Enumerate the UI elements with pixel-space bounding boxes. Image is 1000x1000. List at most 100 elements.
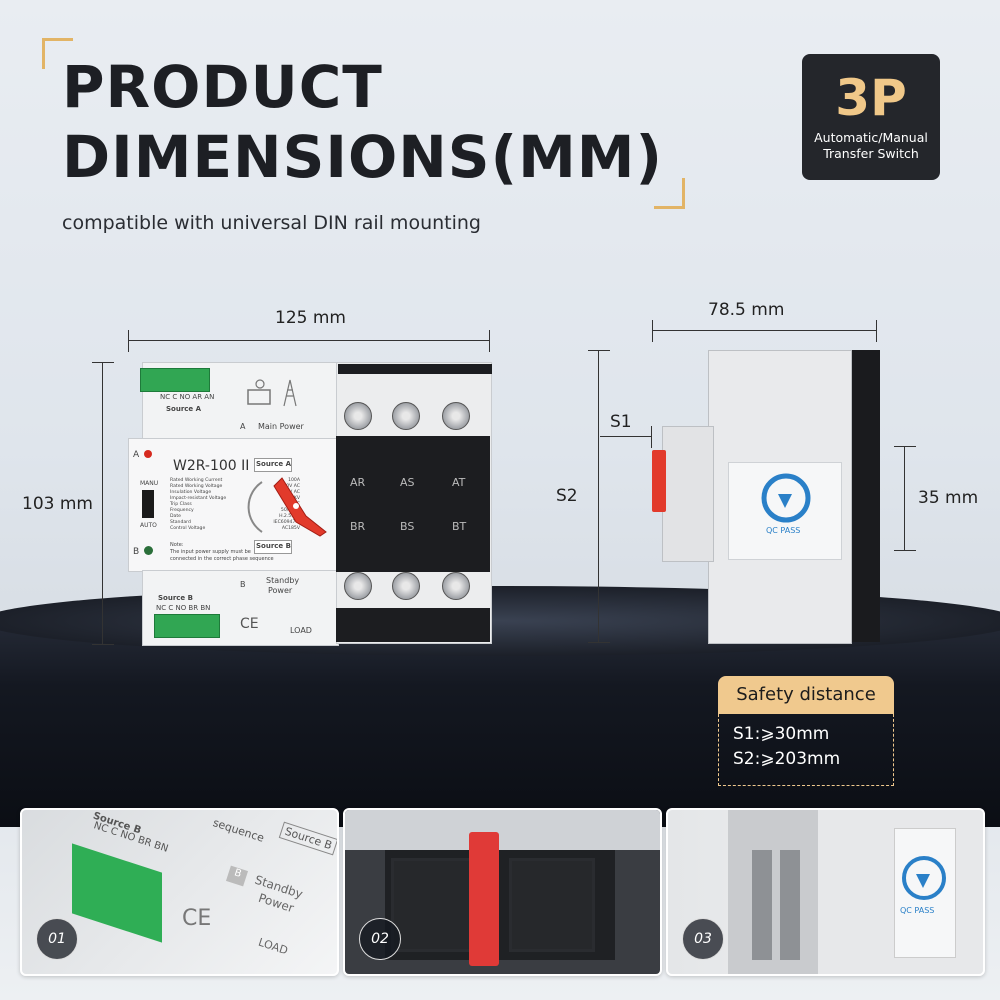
- thumb3-terminal-column: [728, 810, 818, 974]
- spec-key: Rated Working Current: [170, 478, 223, 483]
- badge-line-2: Transfer Switch: [823, 146, 919, 161]
- spec-value: 100A: [288, 478, 300, 483]
- depth-dimension-label: 78.5 mm: [708, 300, 785, 320]
- transfer-handle[interactable]: [246, 472, 338, 542]
- thumb3-qc-pass-icon: [902, 856, 946, 900]
- s1-label: S1: [610, 412, 632, 432]
- side-back-plate: [850, 350, 880, 642]
- rail-dimension-line: [904, 446, 905, 550]
- auto-label: AUTO: [140, 522, 157, 529]
- spec-table: Rated Working Current 100A Rated Working V…: [170, 478, 300, 532]
- safety-s2: S2:⩾203mm: [733, 749, 841, 769]
- corner-bracket-top-left: [42, 38, 73, 69]
- spec-key: Impact-resistant Voltage: [170, 496, 227, 501]
- spec-key: Date: [170, 514, 181, 519]
- height-dimension-tick-bottom: [92, 644, 114, 645]
- screw-terminal-ar: [344, 402, 372, 430]
- transfer-switch-front-view: NC C NO AR AN Source A A Main Power A B …: [128, 362, 492, 646]
- spec-row: Rated Working Current 100A: [170, 478, 300, 484]
- indicator-letter-a: A: [133, 450, 140, 460]
- source-a-terminal-block: [140, 368, 210, 392]
- height-dimension-tick-top: [92, 362, 114, 363]
- badge-line-1: Automatic/Manual: [814, 130, 928, 145]
- depth-dimension-line: [652, 330, 876, 331]
- manu-auto-selector-switch[interactable]: [142, 490, 154, 518]
- corner-bracket-bottom-right: [654, 178, 685, 209]
- spec-key: Trip Class: [170, 502, 192, 507]
- thumb3-busbar-right: [780, 850, 800, 960]
- depth-dimension-tick-right: [876, 320, 877, 342]
- title-line-2: DIMENSIONS(MM): [62, 123, 664, 191]
- source-a-terminal-labels: NC C NO AR AN: [160, 393, 215, 401]
- solar-tower-icon: [247, 379, 297, 407]
- phase-barrier-block: [336, 436, 490, 572]
- thumb2-din-clip: [469, 832, 499, 966]
- depth-dimension-tick-left: [652, 320, 653, 342]
- product-badge: 3P Automatic/Manual Transfer Switch: [802, 54, 940, 180]
- source-b-terminal-block: [154, 614, 220, 638]
- thumb1-sequence-label: sequence: [211, 816, 266, 845]
- indicator-letter-b: B: [133, 547, 140, 557]
- rail-tick-bottom: [894, 550, 916, 551]
- spec-key: Control Voltage: [170, 526, 206, 531]
- note-line-1: The input power supply must be: [170, 549, 251, 555]
- spec-key: Frequency: [170, 508, 194, 513]
- thumbnail-02[interactable]: 02: [343, 808, 662, 976]
- thumbnail-number-03: 03: [682, 918, 724, 960]
- source-b-tag: [254, 540, 292, 554]
- safety-distance-heading: Safety distance: [718, 676, 894, 714]
- thumb3-qc-label: QC PASS: [900, 906, 935, 915]
- thumb1-terminal-block: [72, 843, 162, 943]
- standby-label-line-2: Power: [268, 586, 293, 595]
- safety-distance-values: S1:⩾30mm S2:⩾203mm: [718, 714, 894, 786]
- screw-terminal-br: [344, 572, 372, 600]
- phase-label-as: AS: [400, 476, 415, 489]
- phase-label-bs: BS: [400, 520, 415, 533]
- thumb2-right-bracket: [509, 858, 595, 952]
- s2-tick-top: [588, 350, 610, 351]
- thumbnail-number-02: 02: [359, 918, 401, 960]
- thumb3-busbar-left: [752, 850, 772, 960]
- badge-pole-count: 3P: [835, 69, 907, 127]
- load-label: LOAD: [290, 626, 312, 635]
- thumb2-rail: [345, 810, 660, 850]
- phase-label-ar: AR: [350, 476, 366, 489]
- side-handle[interactable]: [652, 450, 666, 512]
- thumb1-source-tab: Source B: [278, 821, 337, 856]
- standby-letter-b: B: [240, 580, 246, 589]
- width-dimension-tick-right: [489, 330, 490, 352]
- source-a-label: Source A: [166, 405, 202, 413]
- thumbnail-03[interactable]: QC PASS 03: [666, 808, 985, 976]
- s1-dimension-line: [600, 436, 652, 437]
- source-a-tag-label: Source A: [256, 460, 292, 468]
- screw-terminal-at: [442, 402, 470, 430]
- height-dimension-line: [102, 362, 103, 644]
- source-b-label: Source B: [158, 594, 193, 602]
- width-dimension-tick-left: [128, 330, 129, 352]
- spec-key: Insulation Voltage: [170, 490, 212, 495]
- spec-key: Standard: [170, 520, 191, 525]
- thumbnail-01[interactable]: Source B NC C NO BR BN sequence Source B…: [20, 808, 339, 976]
- source-b-indicator-light: [144, 546, 153, 555]
- safety-s1: S1:⩾30mm: [733, 724, 830, 744]
- screw-terminal-bs: [392, 572, 420, 600]
- standby-label-line-1: Standby: [266, 576, 300, 585]
- spec-key: Rated Working Voltage: [170, 484, 223, 489]
- thumbnail-number-01: 01: [36, 918, 78, 960]
- phase-label-at: AT: [452, 476, 466, 489]
- s2-label: S2: [556, 486, 578, 506]
- height-dimension-label: 103 mm: [22, 494, 93, 514]
- ce-mark: CE: [240, 616, 259, 632]
- note-line-2: connected in the correct phase sequence: [170, 556, 274, 562]
- thumb3-label-sticker: [894, 828, 956, 958]
- screw-terminal-as: [392, 402, 420, 430]
- spec-value: IEC60947-6: [273, 520, 300, 525]
- source-a-indicator-light: [144, 450, 152, 458]
- subtitle: compatible with universal DIN rail mount…: [62, 212, 481, 234]
- note-title: Note:: [170, 542, 184, 548]
- thumb1-load-label: LOAD: [256, 935, 290, 958]
- main-power-label: Main Power: [258, 422, 304, 431]
- thumb2-left-bracket: [391, 858, 477, 952]
